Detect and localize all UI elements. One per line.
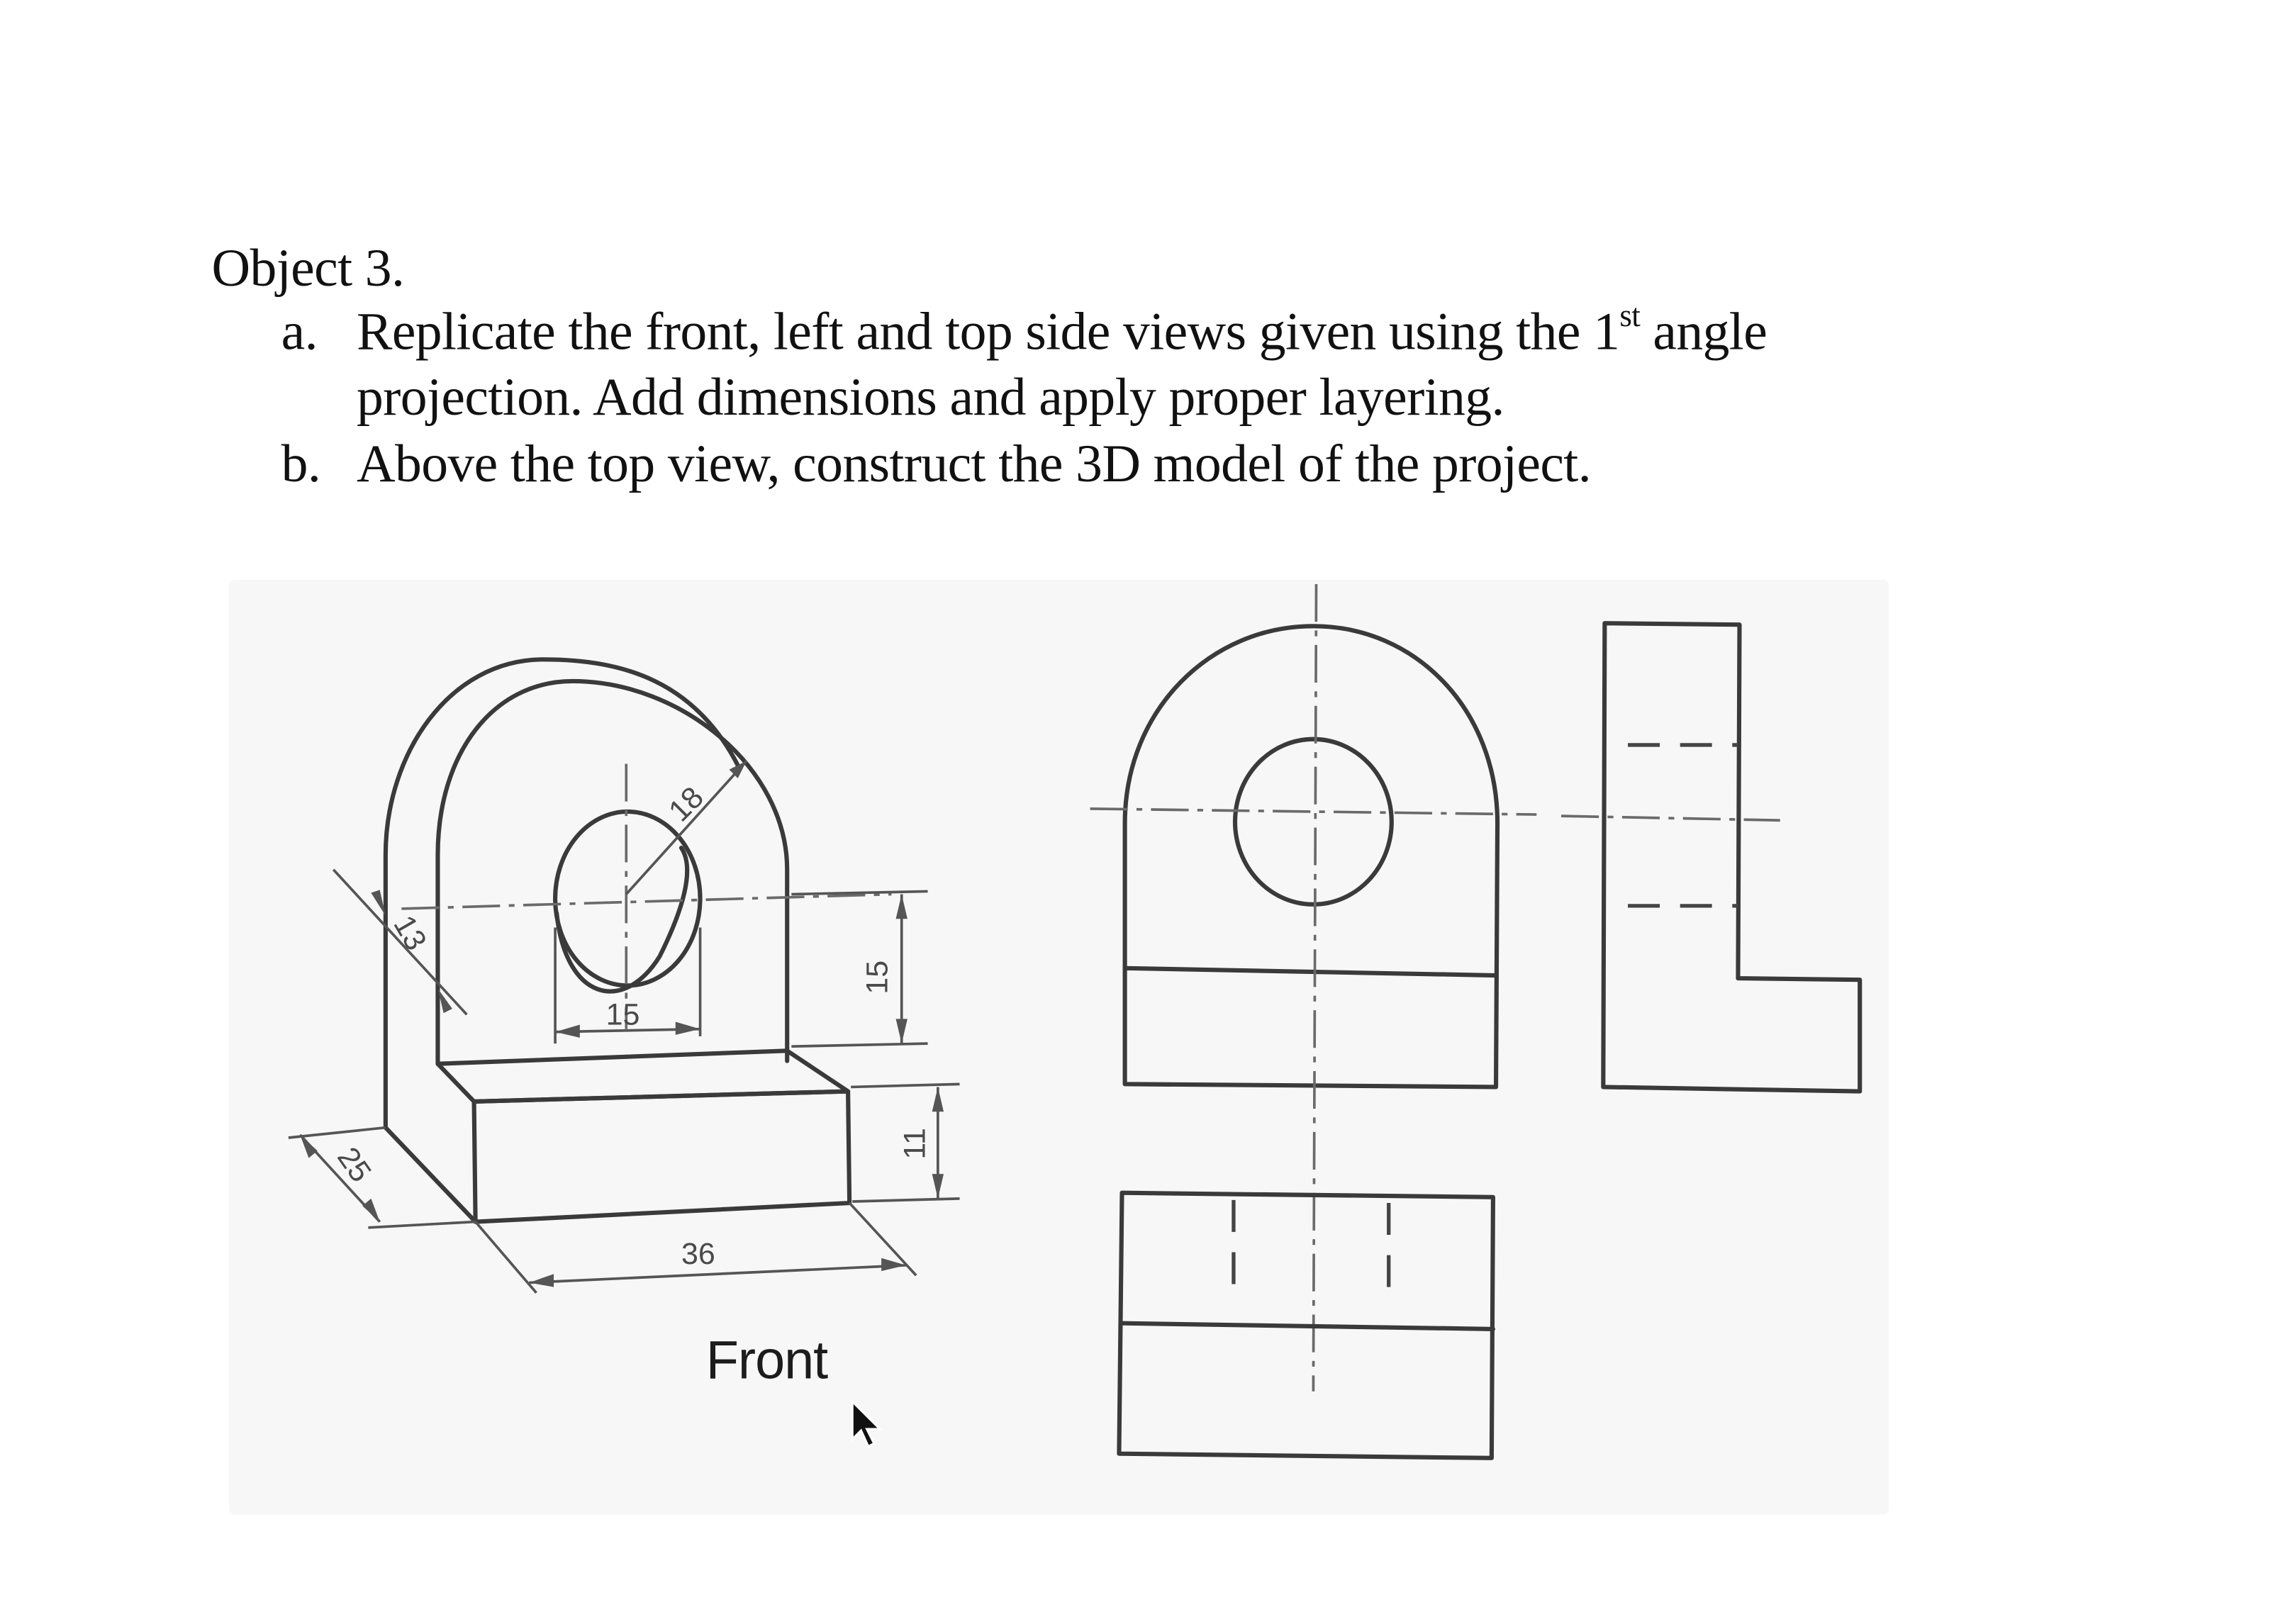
isometric-view: 18 13 15 15 11 bbox=[288, 657, 960, 1294]
arrowhead bbox=[729, 761, 747, 778]
ordinal-superscript: st bbox=[1619, 296, 1641, 333]
top-view-outline bbox=[1117, 1190, 1496, 1460]
dim-18-text: 18 bbox=[662, 780, 710, 829]
upright-back-arch bbox=[383, 657, 742, 1130]
top-view bbox=[1117, 1190, 1496, 1460]
dim-25-ext-bottom bbox=[368, 1220, 476, 1229]
arrowhead bbox=[675, 1021, 700, 1035]
arrowhead bbox=[895, 1019, 907, 1044]
dim-11-ext-bottom bbox=[852, 1197, 960, 1203]
dim-25-text: 25 bbox=[330, 1141, 378, 1189]
shared-v-centerline bbox=[1312, 583, 1318, 1391]
front-view-hole bbox=[1232, 737, 1394, 907]
side-view-centerline bbox=[1560, 814, 1780, 822]
dim-13-text: 13 bbox=[386, 909, 432, 956]
side-view bbox=[1560, 621, 1862, 1094]
list-marker: b. bbox=[281, 435, 321, 495]
drawing-figure-panel bbox=[229, 579, 1889, 1515]
arrowhead bbox=[300, 1134, 318, 1158]
dim-36-ext-right bbox=[848, 1202, 917, 1277]
arrowhead bbox=[881, 1258, 906, 1272]
hole-back-ellipse bbox=[554, 846, 690, 994]
object-heading: Object 3. bbox=[211, 239, 405, 299]
front-view-base-line bbox=[1122, 965, 1499, 978]
arrowhead bbox=[437, 988, 452, 1014]
dim-11-ext-top bbox=[851, 1082, 960, 1089]
arrowhead bbox=[362, 1198, 380, 1222]
front-view bbox=[1090, 583, 1537, 1391]
list-marker: a. bbox=[281, 303, 318, 363]
dim-11-text: 11 bbox=[898, 1128, 932, 1160]
base-front-face bbox=[471, 1089, 852, 1224]
arrowhead bbox=[371, 890, 386, 917]
front-view-label: Front bbox=[705, 1330, 828, 1390]
dim-18-leader bbox=[625, 760, 748, 895]
arrowhead bbox=[932, 1087, 944, 1112]
dim-15v-ext-top bbox=[791, 890, 928, 896]
instruction-a-line2: projection. Add dimensions and apply pro… bbox=[356, 368, 1504, 428]
dim-25-ext-top bbox=[288, 1126, 386, 1139]
upright-front-arch bbox=[435, 678, 790, 1066]
horizontal-centerline bbox=[401, 892, 892, 910]
arrowhead bbox=[555, 1024, 580, 1038]
top-view-divider bbox=[1119, 1321, 1496, 1331]
front-view-outline bbox=[1122, 624, 1500, 1090]
dim-15-height-text: 15 bbox=[860, 961, 894, 995]
instruction-a-text-end: angle bbox=[1640, 303, 1767, 363]
dim-15v-ext-bottom bbox=[791, 1042, 928, 1048]
dim-15-width-text: 15 bbox=[606, 998, 640, 1032]
dim-13-line bbox=[332, 868, 468, 1016]
arrowhead bbox=[932, 1174, 944, 1199]
arrowhead bbox=[895, 894, 907, 919]
dim-36-text: 36 bbox=[681, 1237, 715, 1271]
mouse-pointer-icon bbox=[851, 1399, 883, 1448]
base-left-edge bbox=[383, 1125, 478, 1224]
dim-36-line bbox=[529, 1264, 906, 1284]
arrowhead bbox=[529, 1274, 554, 1287]
instruction-a-line1: Replicate the front, left and top side v… bbox=[356, 299, 1767, 366]
front-view-h-centerline bbox=[1090, 807, 1537, 816]
instruction-b-line1: Above the top view, construct the 3D mod… bbox=[356, 435, 1592, 495]
dim-36-ext-left bbox=[474, 1221, 537, 1294]
instruction-a-text: Replicate the front, left and top side v… bbox=[356, 303, 1620, 363]
side-view-outline bbox=[1601, 621, 1862, 1094]
